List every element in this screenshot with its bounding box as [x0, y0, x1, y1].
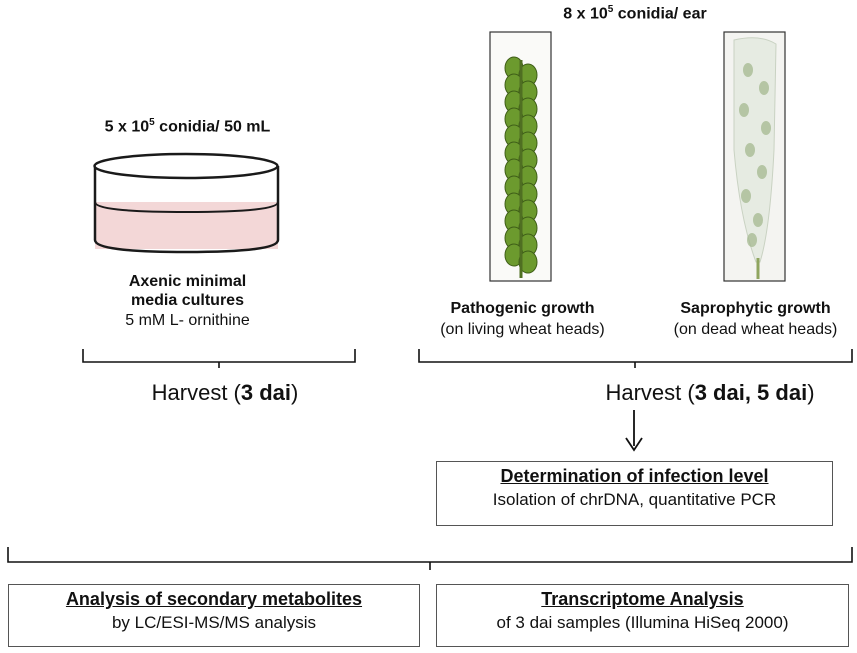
dead-grain-spot — [741, 189, 751, 203]
pathogenic-subtitle: (on living wheat heads) — [440, 321, 605, 338]
axenic-bracket — [82, 349, 356, 368]
infection-level-subtitle: Isolation of chrDNA, quantitative PCR — [492, 490, 777, 509]
axenic-subtitle: 5 mM L- ornithine — [125, 312, 250, 329]
axenic-title-line2: media cultures — [131, 292, 244, 309]
dead-grain-spot — [759, 81, 769, 95]
saprophytic-subtitle: (on dead wheat heads) — [673, 321, 838, 338]
living-wheat-head-photo — [489, 31, 552, 282]
plant-concentration: 8 x 105 conidia/ ear — [563, 4, 707, 23]
pathogenic-title: Pathogenic growth — [450, 300, 595, 317]
dead-grain-spot — [739, 103, 749, 117]
wheat-grain — [518, 250, 538, 274]
plant-harvest-label: Harvest (3 dai, 5 dai) — [605, 380, 815, 405]
axenic-harvest-label: Harvest (3 dai) — [151, 380, 299, 405]
dead-grain-spot — [743, 63, 753, 77]
dead-grain-spot — [745, 143, 755, 157]
saprophytic-title: Saprophytic growth — [680, 300, 831, 317]
infection-level-box: Determination of infection level Isolati… — [436, 461, 833, 526]
dead-grain-spot — [757, 165, 767, 179]
dead-grain-spot — [761, 121, 771, 135]
infection-level-title: Determination of infection level — [500, 466, 769, 486]
down-arrow-icon — [625, 410, 643, 452]
transcriptome-title: Transcriptome Analysis — [541, 589, 744, 609]
bottom-bracket — [7, 547, 853, 570]
petri-dish-icon — [93, 152, 280, 254]
metabolites-box: Analysis of secondary metabolites by LC/… — [8, 584, 420, 647]
dead-grain-spot — [747, 233, 757, 247]
metabolites-title: Analysis of secondary metabolites — [65, 589, 363, 609]
plant-bracket — [418, 349, 853, 368]
dead-grain-spot — [753, 213, 763, 227]
axenic-title-line1: Axenic minimal — [128, 273, 247, 290]
dead-wheat-head-photo — [723, 31, 786, 282]
axenic-concentration: 5 x 105 conidia/ 50 mL — [104, 117, 271, 136]
transcriptome-subtitle: of 3 dai samples (Illumina HiSeq 2000) — [496, 613, 789, 632]
metabolites-subtitle: by LC/ESI-MS/MS analysis — [111, 613, 317, 632]
transcriptome-box: Transcriptome Analysis of 3 dai samples … — [436, 584, 849, 647]
